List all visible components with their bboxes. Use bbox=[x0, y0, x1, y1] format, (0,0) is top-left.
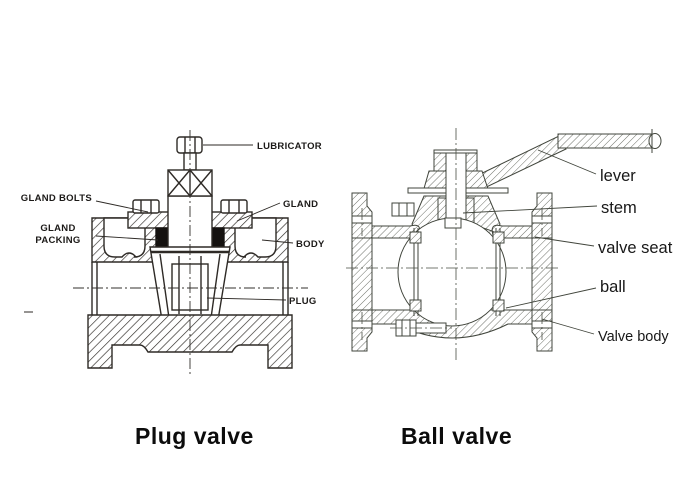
label-plug: PLUG bbox=[289, 296, 317, 307]
label-lever: lever bbox=[600, 167, 636, 185]
leader-lever bbox=[537, 149, 597, 175]
ball-top-bolt bbox=[391, 202, 415, 217]
label-valve-body: Valve body bbox=[598, 329, 669, 345]
leader-plug bbox=[206, 297, 287, 301]
leader-gland bbox=[236, 202, 281, 222]
leader-body bbox=[261, 239, 294, 244]
label-ball: ball bbox=[600, 278, 626, 296]
ball-valve-caption: Ball valve bbox=[401, 423, 513, 449]
leader-valve-body bbox=[541, 318, 595, 335]
label-stem: stem bbox=[601, 199, 637, 217]
label-gland-bolts: GLAND BOLTS bbox=[21, 193, 92, 204]
plug-stem-column bbox=[167, 195, 213, 251]
plug-valve-labels: LUBRICATOR GLAND BOLTS GLAND GLAND PACKI… bbox=[21, 141, 325, 307]
label-valve-seat: valve seat bbox=[598, 239, 673, 257]
leader-ball bbox=[505, 287, 597, 309]
label-gland: GLAND bbox=[283, 199, 318, 210]
label-body: BODY bbox=[296, 239, 325, 250]
ball-valve-seats bbox=[409, 228, 505, 316]
ball-valve-labels: lever stem valve seat ball Valve body bbox=[462, 149, 673, 345]
label-gland-packing-1: GLAND bbox=[40, 223, 75, 234]
plug-gland-bolt-left bbox=[132, 199, 160, 214]
ball-lever bbox=[467, 129, 662, 193]
plug-valve-diagram: LUBRICATOR GLAND BOLTS GLAND GLAND PACKI… bbox=[21, 130, 325, 376]
plug-valve-caption: Plug valve bbox=[135, 423, 254, 449]
leader-gland-bolts bbox=[95, 200, 149, 213]
ball-sphere bbox=[397, 217, 507, 327]
leader-stem bbox=[462, 205, 598, 214]
label-lubricator: LUBRICATOR bbox=[257, 141, 322, 152]
label-gland-packing-2: PACKING bbox=[35, 235, 80, 246]
leader-gland-packing bbox=[95, 235, 159, 241]
ball-valve-diagram: lever stem valve seat ball Valve body bbox=[346, 128, 673, 360]
leader-valve-seat bbox=[534, 236, 595, 247]
plug-gland-bolt-right bbox=[220, 199, 248, 214]
